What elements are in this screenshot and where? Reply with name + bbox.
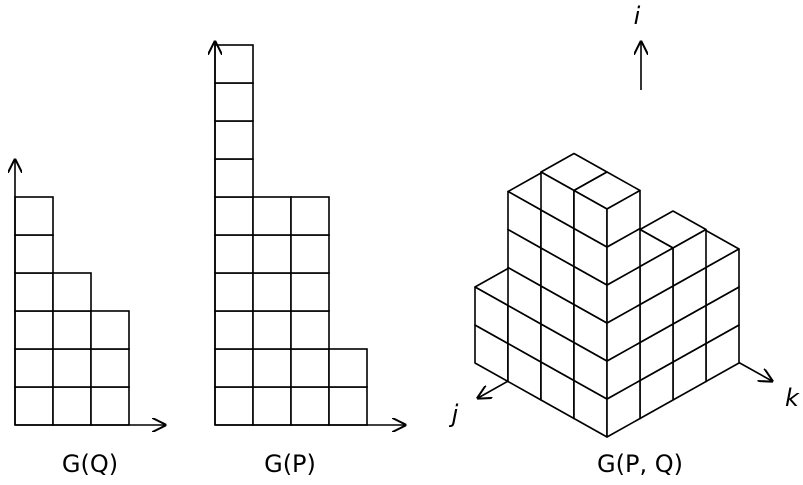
gp-cell-c4-r2: [328, 348, 368, 388]
gp-cell-c3-r1: [290, 386, 330, 426]
gp-cell-c1-r2: [214, 348, 254, 388]
gq-cell-c2-r3: [52, 310, 92, 350]
gp-cell-c1-r6: [214, 196, 254, 236]
gp-cell-c1-r4: [214, 272, 254, 312]
gp-cell-c1-r8: [214, 120, 254, 160]
gq-cell-c2-r4: [52, 272, 92, 312]
gp-cells: [214, 44, 368, 426]
gp-cell-c2-r3: [252, 310, 292, 350]
gp-cell-c1-r10: [214, 44, 254, 84]
gq-cell-c2-r1: [52, 386, 92, 426]
gq-cell-c1-r2: [14, 348, 54, 388]
gp-cell-c4-r1: [328, 386, 368, 426]
gq-cell-c3-r3: [90, 310, 130, 350]
gq-cell-c2-r2: [52, 348, 92, 388]
gp-cell-c1-r5: [214, 234, 254, 274]
gp-cell-c1-r3: [214, 310, 254, 350]
cube-right-face: [606, 189, 641, 248]
gp-cell-c1-r9: [214, 82, 254, 122]
gq-cell-c1-r5: [14, 234, 54, 274]
gp-cell-c3-r4: [290, 272, 330, 312]
gp-cell-c2-r2: [252, 348, 292, 388]
j-axis-label: j: [449, 400, 459, 428]
gq-cells: [14, 196, 130, 426]
young-diagram-gp: G(P): [215, 42, 405, 478]
young-diagram-gq: G(Q): [15, 160, 165, 478]
gq-cell-c1-r4: [14, 272, 54, 312]
gp-cell-c2-r1: [252, 386, 292, 426]
k-axis: [737, 361, 772, 381]
k-axis-label: k: [785, 384, 800, 412]
gq-caption: G(Q): [62, 450, 118, 478]
gp-cell-c3-r3: [290, 310, 330, 350]
gp-cell-c2-r5: [252, 234, 292, 274]
gq-cell-c1-r1: [14, 386, 54, 426]
j-axis: [478, 379, 511, 398]
gp-caption: G(P): [264, 450, 316, 478]
gp-cell-c1-r7: [214, 158, 254, 198]
gp-cell-c1-r1: [214, 386, 254, 426]
gp-cell-c3-r2: [290, 348, 330, 388]
gp-cell-c3-r5: [290, 234, 330, 274]
gq-cell-c3-r1: [90, 386, 130, 426]
gp-cell-c2-r4: [252, 272, 292, 312]
gpq-caption: G(P, Q): [597, 450, 683, 478]
plane-partition-gpq: i j k G(P, Q): [449, 2, 800, 478]
gpq-cubes: [474, 152, 740, 438]
gp-cell-c3-r6: [290, 196, 330, 236]
gq-cell-c3-r2: [90, 348, 130, 388]
gq-cell-c1-r3: [14, 310, 54, 350]
gq-cell-c1-r6: [14, 196, 54, 236]
i-axis-label: i: [634, 2, 641, 30]
gp-cell-c2-r6: [252, 196, 292, 236]
cube-0-0-5: [573, 171, 641, 248]
